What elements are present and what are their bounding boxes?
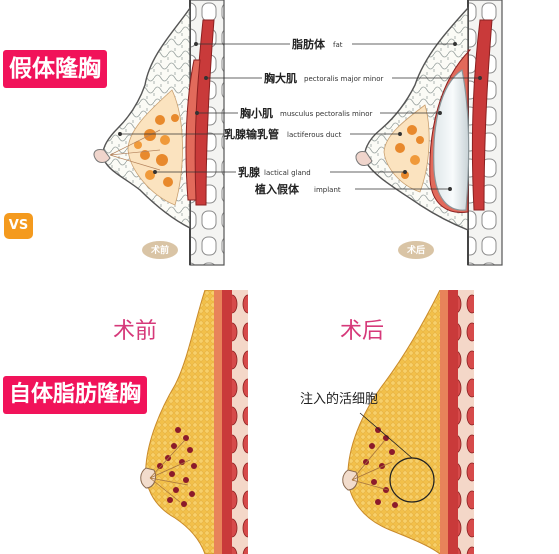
bottom-before-breast bbox=[140, 290, 248, 554]
label-pec-minor-en: musculus pectoralis minor bbox=[280, 110, 372, 118]
label-pec-minor-zh: 胸小肌 bbox=[240, 106, 273, 120]
label-gland-en: lactical gland bbox=[264, 169, 311, 177]
vs-badge: VS bbox=[4, 213, 33, 239]
label-fat-zh: 脂肪体 bbox=[291, 37, 326, 51]
top-after-stamp: 术后 bbox=[406, 244, 425, 256]
label-pec-major-zh: 胸大肌 bbox=[264, 71, 297, 85]
label-fat-en: fat bbox=[333, 41, 343, 49]
label-gland-zh: 乳腺 bbox=[238, 165, 261, 179]
fat-augmentation-tag: 自体脂肪隆胸 bbox=[3, 376, 148, 414]
implant-comparison-diagram: 术前 术后 bbox=[93, 0, 503, 266]
label-duct-en: lactiferous duct bbox=[287, 131, 342, 139]
fat-graft-comparison-diagram: 术前 术后 注入的 bbox=[113, 290, 474, 554]
bottom-after-breast: 注入的活细胞 bbox=[300, 290, 474, 554]
injected-cells-label: 注入的活细胞 bbox=[300, 391, 378, 407]
label-implant-en: implant bbox=[314, 186, 341, 194]
top-before-breast: 术前 bbox=[93, 0, 225, 266]
label-pec-major-en: pectoralis major minor bbox=[304, 75, 383, 83]
implant-augmentation-tag: 假体隆胸 bbox=[3, 50, 107, 88]
bottom-before-title: 术前 bbox=[113, 319, 157, 344]
implant-shell bbox=[433, 68, 470, 211]
top-label-text: 脂肪体 fat 胸大肌 pectoralis major minor 胸小肌 m… bbox=[224, 37, 383, 196]
top-before-stamp: 术前 bbox=[150, 244, 169, 256]
bottom-after-title: 术后 bbox=[340, 319, 384, 344]
label-implant-zh: 植入假体 bbox=[254, 182, 300, 196]
top-labels bbox=[118, 42, 482, 191]
top-after-breast: 术后 bbox=[355, 0, 503, 266]
label-duct-zh: 乳腺输乳管 bbox=[224, 127, 279, 141]
